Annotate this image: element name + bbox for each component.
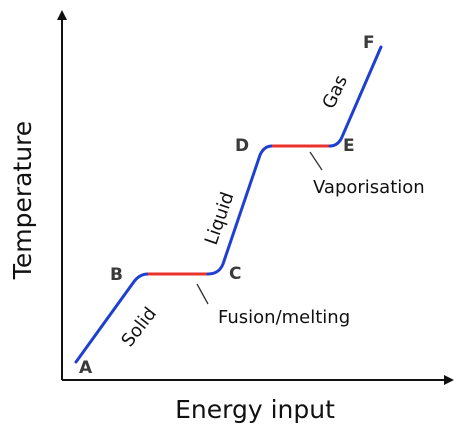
point-label-d: D — [235, 136, 249, 156]
gas-segment — [328, 45, 383, 148]
y-axis-title: Temperature — [8, 121, 37, 280]
liquid-segment — [206, 144, 274, 276]
transition-label-vaporisation: Vaporisation — [313, 177, 425, 198]
point-label-c: C — [229, 264, 241, 284]
phase-label-solid: Solid — [117, 304, 161, 352]
phase-label-gas: Gas — [318, 72, 352, 112]
point-label-e: E — [343, 136, 355, 156]
vaporisation-leader-line — [309, 151, 323, 171]
point-label-f: F — [363, 33, 375, 53]
point-label-a: A — [79, 358, 93, 378]
fusion-leader-line — [196, 283, 209, 305]
point-label-b: B — [110, 265, 123, 285]
x-axis-title: Energy input — [175, 395, 335, 424]
transition-label-fusion: Fusion/melting — [218, 307, 350, 328]
solid-segment — [74, 272, 150, 364]
